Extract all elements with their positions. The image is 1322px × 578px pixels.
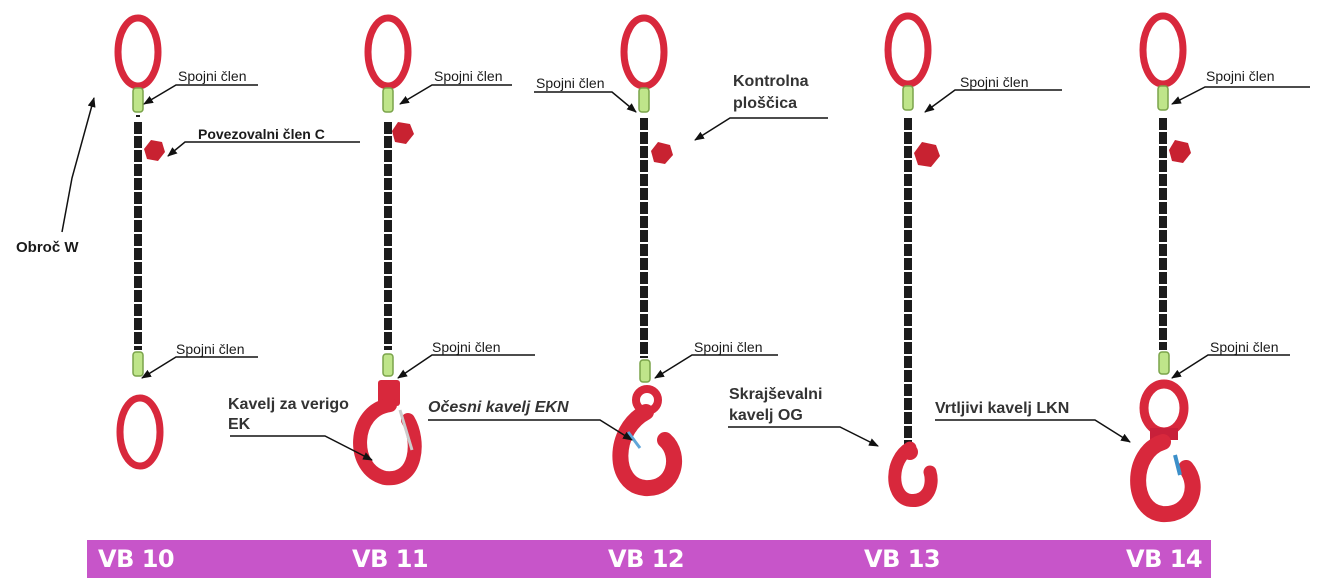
connecting-link-bottom [639, 359, 651, 383]
sling-vb13 [884, 12, 940, 507]
master-ring-top [114, 14, 162, 90]
master-ring-top [1139, 12, 1187, 88]
model-footer-bar [87, 540, 1211, 578]
connecting-link-top [902, 85, 914, 111]
leader-lines [61, 84, 1310, 461]
sling-vb11 [353, 14, 422, 486]
connecting-link-top [382, 87, 394, 113]
connecting-link-bottom [382, 353, 394, 377]
master-ring-top [884, 12, 932, 88]
eye-hook-ek [353, 380, 422, 486]
connecting-link-bottom [132, 351, 144, 377]
label-spojni-clen-vb11-bottom: Spojni člen [432, 339, 501, 355]
label-ocesni-kavelj-ekn: Očesni kavelj EKN [428, 399, 569, 416]
label-vrtljivi-kavelj-lkn: Vrtljivi kavelj LKN [935, 400, 1070, 417]
label-spojni-clen-vb13-top: Spojni člen [960, 74, 1029, 90]
label-spojni-clen-vb12-top: Spojni člen [536, 75, 605, 91]
model-label-vb12: VB 12 [608, 545, 685, 573]
coupling-link-c [144, 140, 165, 161]
label-kontrolna: Kontrolna [733, 73, 809, 90]
connecting-link-bottom [1158, 351, 1170, 375]
label-povezovalni-clen-c: Povezovalni člen C [198, 126, 325, 142]
label-spojni-clen-vb11-top: Spojni člen [434, 68, 503, 84]
master-ring-bottom [116, 394, 164, 470]
coupling-link-c [1169, 140, 1191, 163]
label-spojni-clen-vb10-bottom: Spojni člen [176, 341, 245, 357]
coupling-link-c [914, 142, 940, 167]
label-kavelj-za-verigo: Kavelj za verigo [228, 396, 349, 413]
model-label-vb14: VB 14 [1126, 545, 1203, 573]
label-obroc-w: Obroč W [16, 239, 79, 256]
label-skrajsevalni: Skrajševalni [729, 386, 823, 403]
model-label-vb10: VB 10 [98, 545, 175, 573]
sling-vb12 [612, 14, 682, 496]
connecting-link-top [132, 87, 144, 113]
label-kavelj-ek: EK [228, 416, 251, 433]
master-ring-top [364, 14, 412, 90]
coupling-link-c [392, 122, 414, 144]
control-plate [651, 142, 673, 164]
label-spojni-clen-vb12-bottom: Spojni člen [694, 339, 763, 355]
label-ploscica: ploščica [733, 95, 798, 112]
label-spojni-clen-vb14-bottom: Spojni člen [1210, 339, 1279, 355]
sling-vb10 [114, 14, 165, 470]
sling-vb14 [1130, 12, 1201, 522]
swivel-hook-lkn [1130, 379, 1201, 522]
connecting-link-top [638, 87, 650, 113]
master-ring-top [620, 14, 668, 90]
label-kavelj-og: kavelj OG [729, 407, 803, 424]
model-label-vb13: VB 13 [864, 545, 941, 573]
model-label-vb11: VB 11 [352, 545, 429, 573]
shortening-hook-og [888, 441, 938, 507]
connecting-link-top [1157, 85, 1169, 111]
label-spojni-clen-vb10-top: Spojni člen [178, 68, 247, 84]
label-spojni-clen-vb14-top: Spojni člen [1206, 68, 1275, 84]
